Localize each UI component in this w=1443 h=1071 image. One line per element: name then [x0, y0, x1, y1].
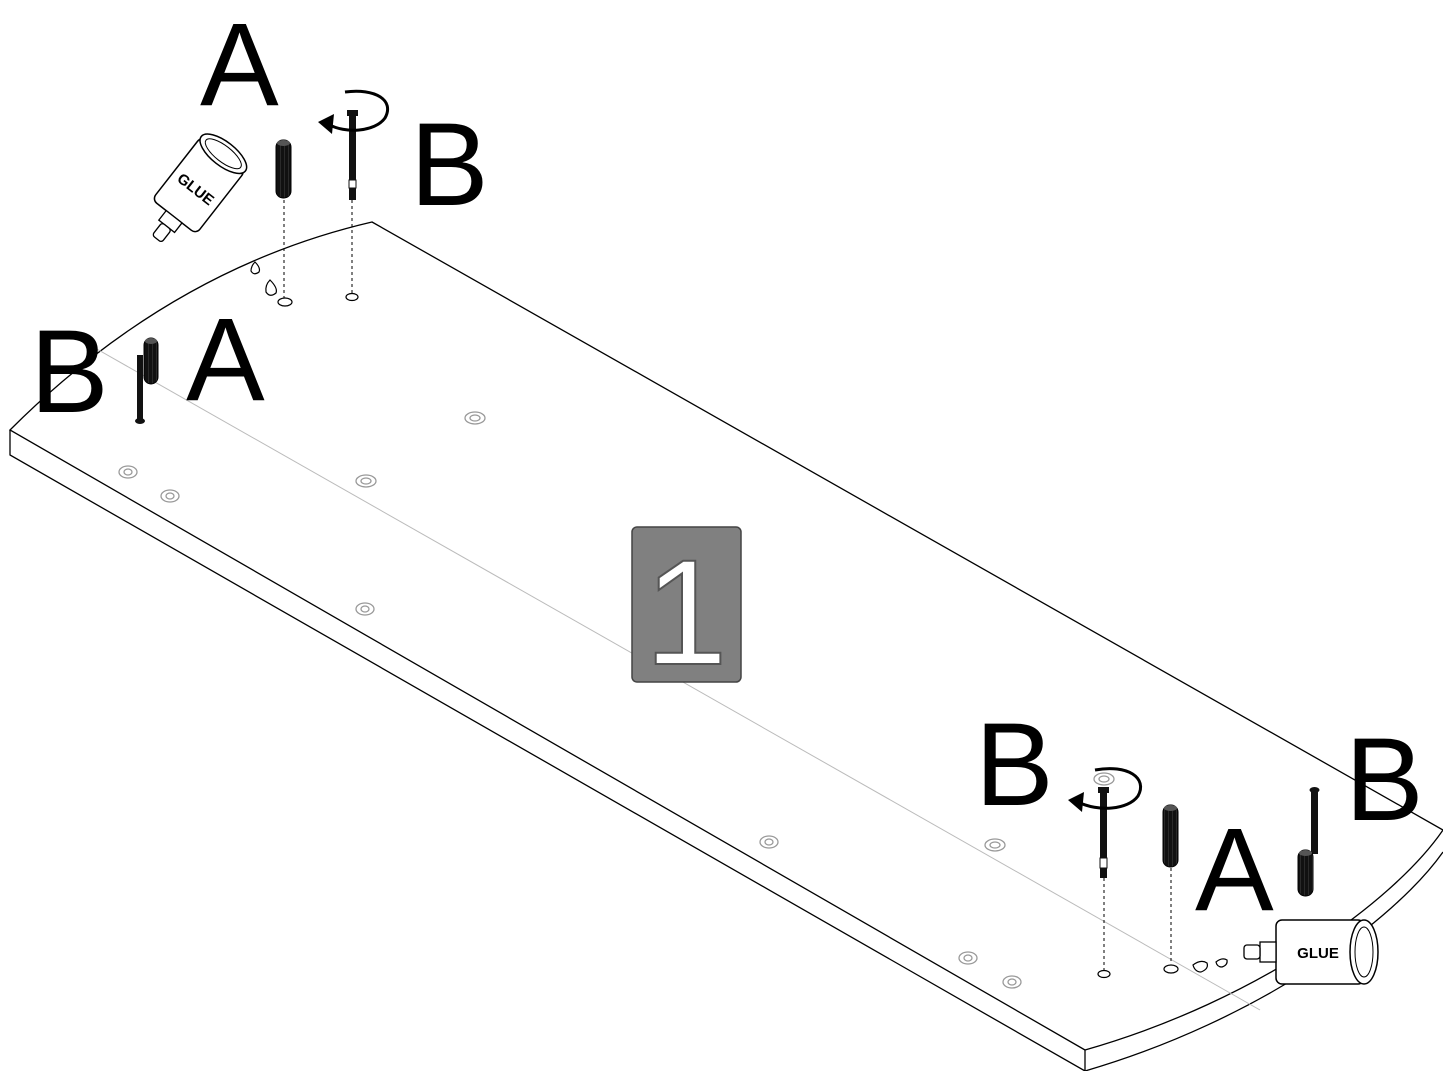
label-b-left: B — [30, 306, 109, 438]
dowel-a — [1162, 804, 1179, 868]
dowel-a-hole — [1163, 964, 1179, 974]
screw-b — [1098, 787, 1109, 878]
hole — [464, 411, 486, 425]
screw-b-hole — [345, 292, 359, 302]
rotate-arrow-icon — [1077, 767, 1142, 810]
glue-drop — [265, 279, 277, 296]
dowel-a-hole — [277, 297, 293, 307]
glue-label: GLUE — [1297, 945, 1339, 962]
hole — [1002, 975, 1022, 989]
rotate-arrow-head — [1068, 792, 1084, 812]
hole — [958, 951, 978, 965]
panel-holes — [118, 411, 1115, 989]
glue-drop — [1215, 958, 1228, 968]
hole — [984, 838, 1006, 852]
label-a-bottom: A — [1195, 804, 1274, 936]
label-b-top: B — [410, 99, 489, 231]
screw-b — [347, 110, 358, 200]
hole — [355, 602, 375, 616]
rotate-arrow-icon — [327, 89, 389, 132]
dowel-a — [1297, 849, 1314, 897]
dowel-a — [143, 337, 159, 385]
hole — [1093, 772, 1115, 786]
step-number: 1 — [644, 528, 727, 696]
label-b-bottom: B — [975, 699, 1054, 831]
bottom-right-assembly: GLUE B A B — [975, 699, 1424, 985]
glue-bottle-icon: GLUE — [1243, 919, 1379, 985]
screw-b — [135, 355, 145, 424]
label-b-right: B — [1345, 714, 1424, 846]
hole — [759, 835, 779, 849]
screw-b-hole — [1097, 969, 1111, 979]
panel-front-edge — [9, 430, 1086, 1071]
dowel-a — [275, 139, 292, 199]
screw-b — [1309, 787, 1320, 854]
hole — [118, 465, 138, 479]
glue-bottle-icon: GLUE — [152, 133, 248, 242]
left-installed-assembly: B A — [30, 294, 265, 438]
label-a-top: A — [200, 0, 279, 131]
glue-drop — [250, 261, 261, 275]
top-left-assembly: GLUE A B — [152, 0, 489, 307]
step-badge: 1 — [631, 526, 742, 697]
rotate-arrow-head — [318, 114, 334, 134]
label-a-left: A — [186, 294, 265, 426]
glue-drop — [1192, 960, 1208, 973]
hole — [355, 474, 377, 488]
hole — [160, 489, 180, 503]
